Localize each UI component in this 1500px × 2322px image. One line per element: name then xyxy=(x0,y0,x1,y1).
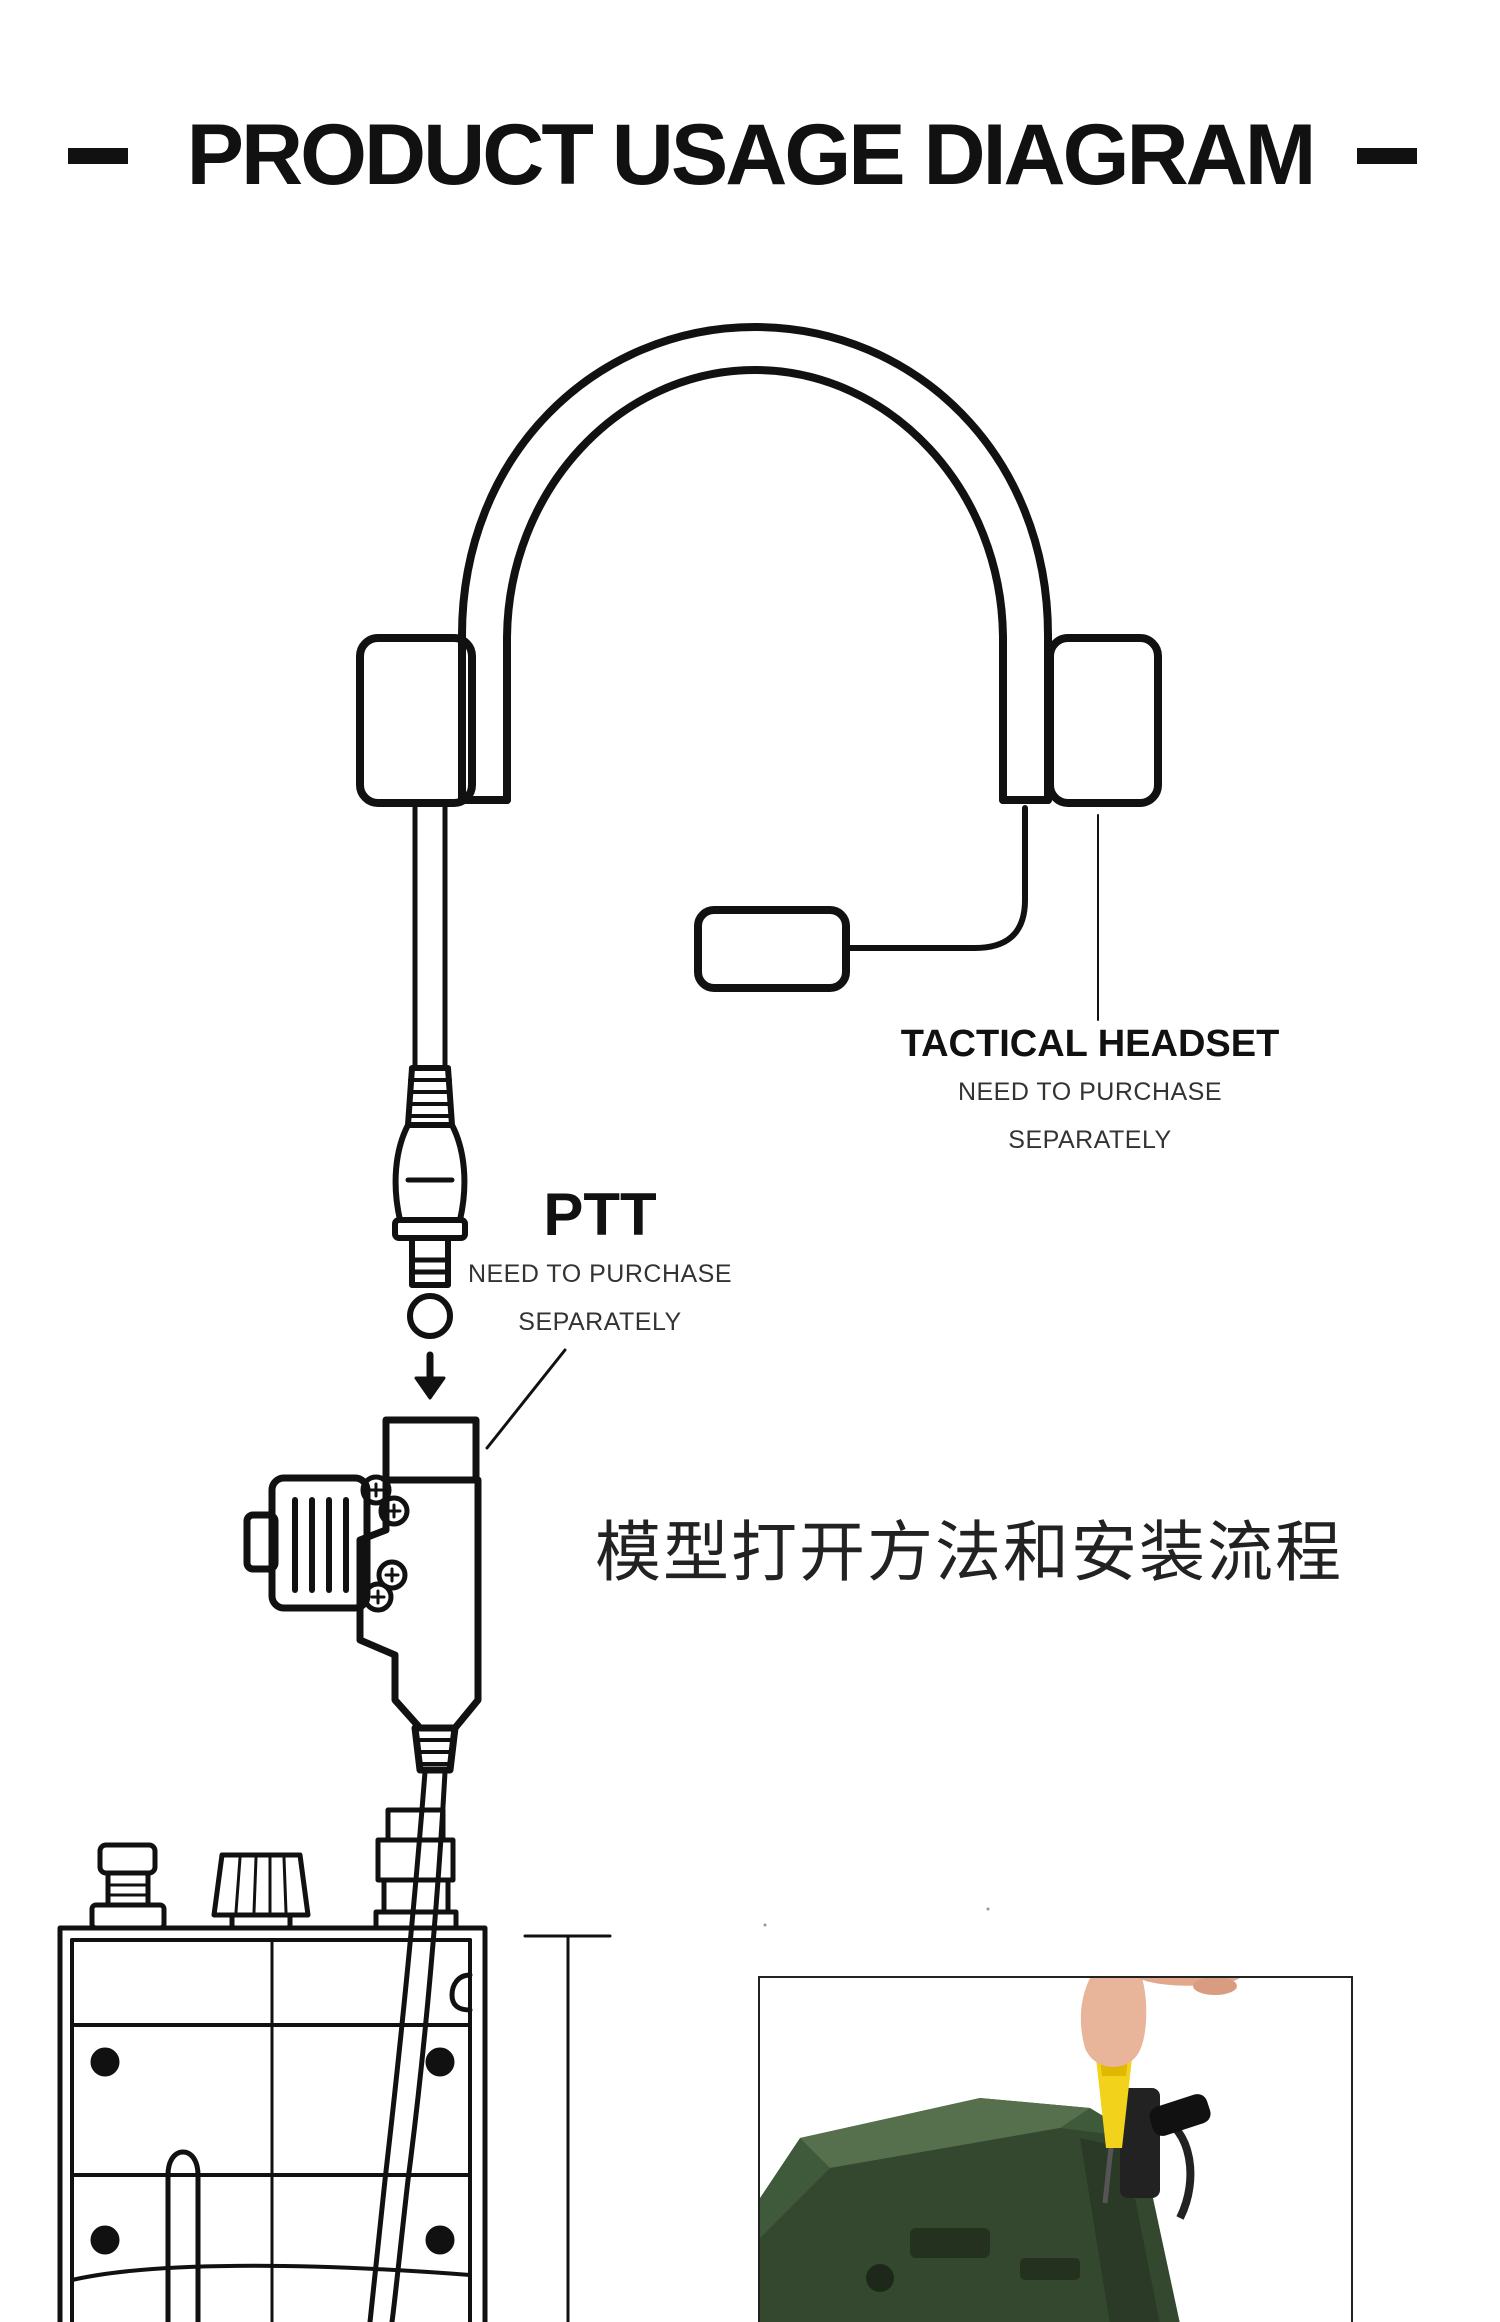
plug-icon xyxy=(392,1065,468,1339)
ptt-note-line1: NEED TO PURCHASE xyxy=(467,1260,733,1288)
headset-label: TACTICAL HEADSET NEED TO PURCHASE SEPARA… xyxy=(850,1020,1330,1164)
headset-name: TACTICAL HEADSET xyxy=(900,1023,1280,1065)
ptt-cable xyxy=(367,1769,428,2322)
ptt-name: PTT xyxy=(543,1181,657,1248)
title-dash-right xyxy=(1357,148,1417,164)
speck xyxy=(763,1923,767,1927)
ptt-label: PTT NEED TO PURCHASE SEPARATELY xyxy=(440,1180,760,1346)
headset-icon xyxy=(356,323,1162,1071)
ptt-cable-outline xyxy=(389,1769,448,2322)
radio-icon xyxy=(57,1807,488,2322)
installation-photo xyxy=(758,1976,1353,2322)
installation-caption: 模型打开方法和安装流程 xyxy=(595,1514,1343,1591)
ptt-note-line2: SEPARATELY xyxy=(518,1308,682,1336)
ptt-leader-line xyxy=(485,1348,567,1450)
ptt-adapter-icon xyxy=(243,1416,482,1774)
page-title: PRODUCT USAGE DIAGRAM xyxy=(186,107,1317,203)
radio-photo-illustration xyxy=(760,1978,1240,2322)
arrow-down-icon xyxy=(414,1351,446,1400)
dimension-bracket xyxy=(523,1934,612,2322)
speck xyxy=(986,1907,990,1911)
headset-note-line1: NEED TO PURCHASE xyxy=(957,1078,1223,1106)
title-bar: PRODUCT USAGE DIAGRAM xyxy=(0,95,1500,215)
title-dash-left xyxy=(68,148,128,164)
headset-note-line2: SEPARATELY xyxy=(1008,1126,1172,1154)
